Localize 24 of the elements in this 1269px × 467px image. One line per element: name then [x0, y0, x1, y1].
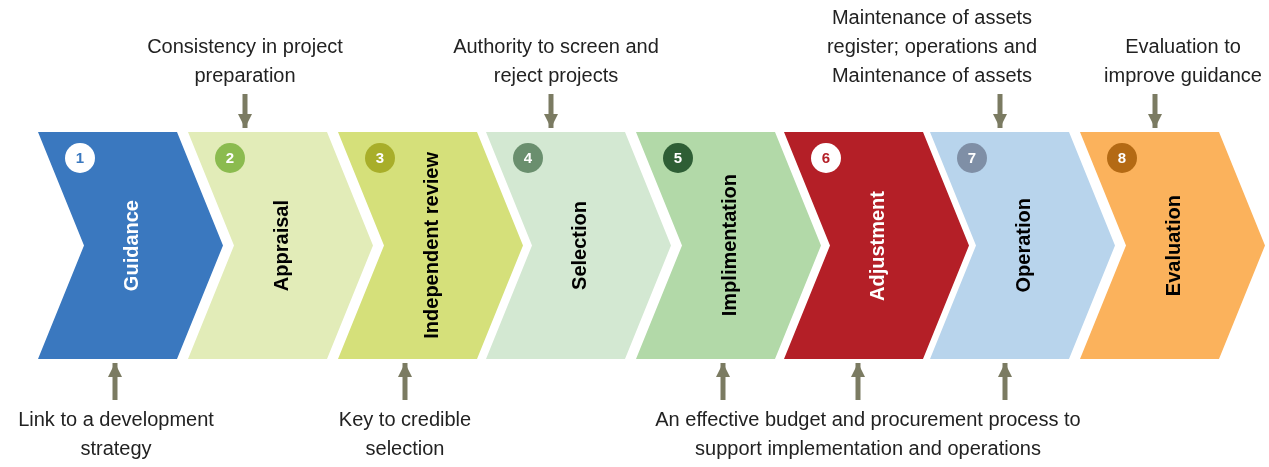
annotation-text: Evaluation to improve guidance: [1103, 34, 1263, 88]
step-label: Operation: [1010, 198, 1035, 293]
arrow: [398, 363, 412, 400]
arrow: [1148, 94, 1162, 128]
arrow: [851, 363, 865, 400]
arrow: [716, 363, 730, 400]
arrow: [998, 363, 1012, 400]
annotation-text: An effective budget and procurement process to support implementation and operations: [654, 407, 1082, 461]
annotation-text: Link to a development strategy: [17, 407, 215, 461]
step-label: Evaluation: [1160, 194, 1185, 297]
arrow: [108, 363, 122, 400]
annotation-text: Consistency in project preparation: [146, 34, 344, 88]
step-label: Selection: [566, 201, 591, 290]
annotation-text: Key to credible selection: [337, 407, 473, 461]
step-label: Guidance: [118, 199, 143, 292]
arrow: [238, 94, 252, 128]
arrow: [993, 94, 1007, 128]
annotation-text: Authority to screen and reject projects: [452, 34, 660, 88]
annotation-text: Maintenance of assets register; operations and Maintenance of assets: [825, 5, 1039, 88]
step-label: Independent review: [418, 152, 443, 339]
step-label: Implimentation: [716, 174, 741, 317]
step-label: Adjustment: [864, 190, 889, 301]
step-label: Appraisal: [268, 199, 293, 292]
arrow: [544, 94, 558, 128]
